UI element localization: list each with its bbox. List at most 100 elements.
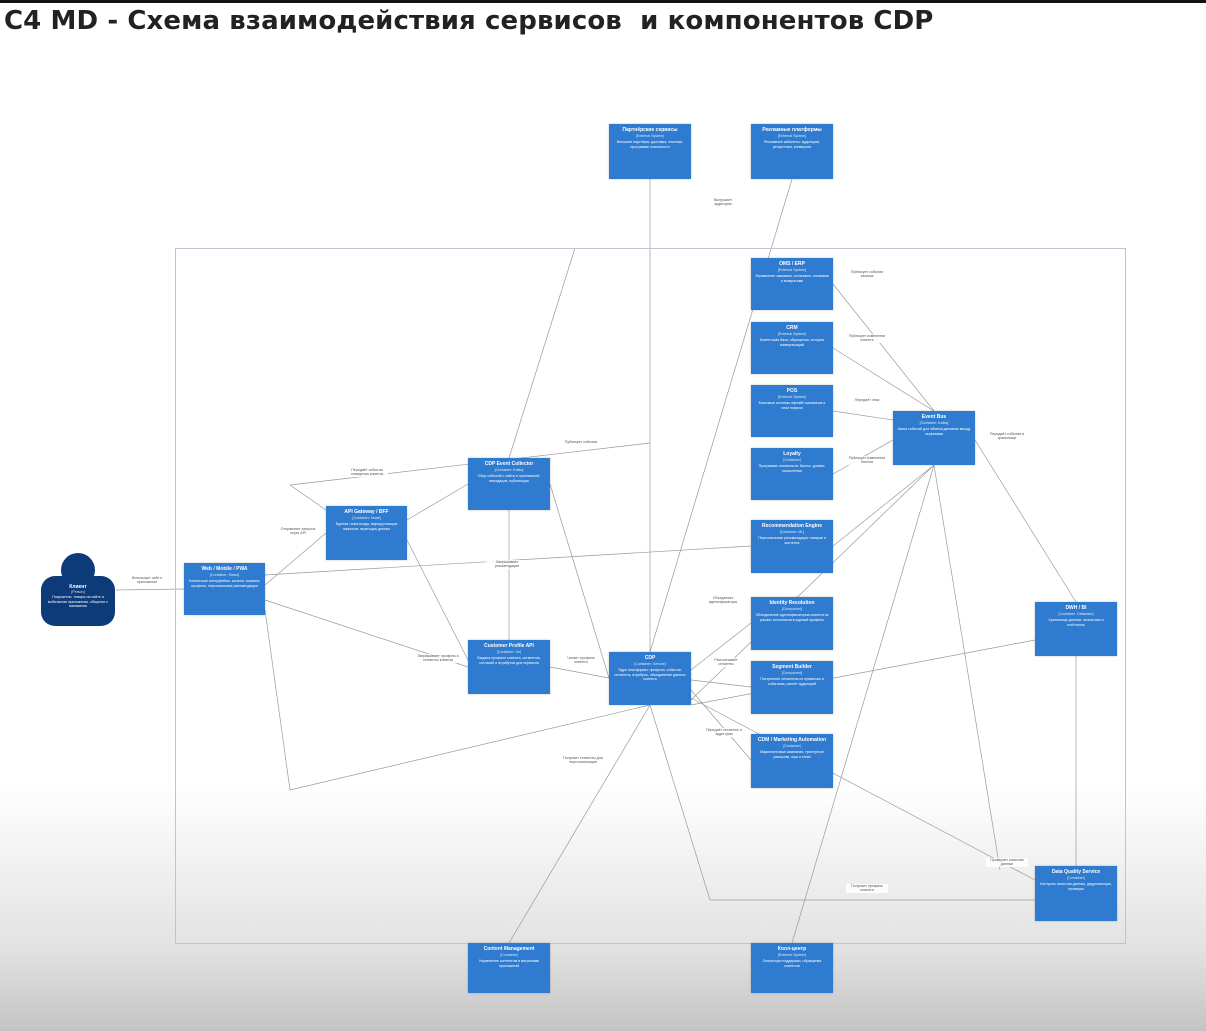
node-segment[interactable]: Segment Builder [Component] Построение с… bbox=[751, 661, 833, 714]
edge-label: Читает профиль клиента bbox=[562, 656, 600, 665]
edge-label: Отправляет запросы через API bbox=[278, 527, 318, 536]
node-desc: Выдача профиля клиента, сегментов, согла… bbox=[477, 656, 541, 665]
edge-line bbox=[406, 483, 469, 521]
edge-line bbox=[649, 704, 711, 901]
node-desc: Маркетинговые кампании, триггерные рассы… bbox=[760, 750, 824, 759]
node-pos[interactable]: POS [External System] Кассовые системы о… bbox=[751, 385, 833, 437]
node-callcenter[interactable]: Колл-центр [External System] Операторы п… bbox=[751, 943, 833, 993]
cdp-boundary bbox=[175, 248, 1126, 944]
edge-line bbox=[508, 704, 651, 944]
node-desc: Шина событий для обмена данными между се… bbox=[897, 427, 971, 436]
node-title: Data Quality Service bbox=[1051, 869, 1101, 875]
node-desc: Внешние партнёры: доставка, платежи, про… bbox=[616, 140, 684, 149]
node-title: OMS / ERP bbox=[779, 261, 805, 267]
edge-label: Выгружает аудитории bbox=[704, 198, 742, 207]
edge-label: Получает профиль клиента bbox=[846, 884, 888, 893]
edge-label: Публикует изменения баллов bbox=[846, 456, 888, 465]
node-oms[interactable]: OMS / ERP [External System] Управление з… bbox=[751, 258, 833, 310]
node-title: Segment Builder bbox=[772, 664, 812, 670]
node-title: Customer Profile API bbox=[484, 643, 534, 649]
node-collector[interactable]: CDP Event Collector [Container: Kafka] С… bbox=[468, 458, 550, 510]
node-title: API Gateway / BFF bbox=[344, 509, 389, 515]
edge-line bbox=[549, 483, 610, 679]
edge-label: Передаёт события в хранилище bbox=[986, 432, 1028, 441]
edge-label: Объединяет идентификаторы bbox=[702, 596, 744, 605]
edge-line bbox=[690, 697, 1036, 881]
edge-label: Получает сегменты для персонализации bbox=[562, 756, 604, 765]
node-api[interactable]: API Gateway / BFF [Container: Node] Един… bbox=[326, 506, 407, 560]
node-kind: [Container: Database] bbox=[1058, 612, 1094, 616]
node-partners[interactable]: Партнёрские сервисы [External System] Вн… bbox=[609, 124, 691, 179]
node-ads[interactable]: Рекламные платформы [External System] Ре… bbox=[751, 124, 833, 179]
edge-label: Использует сайт и приложение bbox=[124, 576, 170, 585]
node-bus[interactable]: Event Bus [Container: Kafka] Шина событи… bbox=[893, 411, 975, 465]
edge-line bbox=[549, 666, 610, 679]
node-title: Content Management bbox=[483, 946, 535, 952]
node-kind: [Component] bbox=[781, 607, 803, 611]
node-desc: Объединение идентификаторов клиента из р… bbox=[755, 613, 829, 622]
node-crm[interactable]: CRM [External System] Клиентская база, о… bbox=[751, 322, 833, 374]
node-kind: [Container: Service] bbox=[634, 662, 666, 666]
node-dq[interactable]: Data Quality Service [Container] Контрол… bbox=[1035, 866, 1117, 921]
edge-label: Публикует события заказов bbox=[846, 270, 888, 279]
edge-line bbox=[933, 464, 1001, 871]
node-desc: Кассовые системы офлайн магазинов и чеки… bbox=[758, 401, 826, 410]
node-desc: Управление заказами, остатками, оплатами… bbox=[755, 274, 829, 283]
edge-label: Проверяет качество данных bbox=[986, 858, 1028, 867]
node-title: CRM bbox=[786, 325, 798, 331]
node-desc: Клиентская база, обращения, история комм… bbox=[759, 338, 825, 347]
node-title: Клиент bbox=[69, 584, 87, 590]
node-kind: [External System] bbox=[777, 953, 807, 957]
node-title: CDP Event Collector bbox=[484, 461, 534, 467]
node-kind: [Container: ML] bbox=[779, 530, 805, 534]
node-desc: Хранилище данных, аналитика и отчётность bbox=[1048, 618, 1104, 627]
node-content[interactable]: Content Management [Container] Управлени… bbox=[468, 943, 550, 993]
node-cdp[interactable]: CDP [Container: Service] Ядро платформы:… bbox=[609, 652, 691, 705]
node-title: Loyalty bbox=[783, 451, 801, 457]
node-kind: [Container: React] bbox=[210, 573, 239, 577]
edge-line bbox=[974, 439, 1077, 603]
node-identity[interactable]: Identity Resolution [Component] Объедине… bbox=[751, 597, 833, 650]
node-dwh[interactable]: DWH / BI [Container: Database] Хранилище… bbox=[1035, 602, 1117, 656]
node-profile-api[interactable]: Customer Profile API [Container: Go] Выд… bbox=[468, 640, 550, 694]
node-desc: Программа лояльности: баллы, уровни, нач… bbox=[758, 464, 826, 473]
node-client[interactable]: Клиент [Person] Покупатель: товары на са… bbox=[41, 576, 115, 626]
node-title: DWH / BI bbox=[1065, 605, 1087, 611]
node-title: Партнёрские сервисы bbox=[622, 127, 678, 133]
edge-line bbox=[508, 247, 576, 459]
node-kind: [External System] bbox=[777, 268, 807, 272]
node-web[interactable]: Web / Mobile / PWA [Container: React] Кл… bbox=[184, 563, 265, 615]
node-title: Колл-центр bbox=[777, 946, 807, 952]
node-kind: [External System] bbox=[777, 395, 807, 399]
node-kind: [External System] bbox=[635, 134, 665, 138]
node-kind: [Component] bbox=[781, 671, 803, 675]
node-title: CDM / Marketing Automation bbox=[757, 737, 827, 743]
node-desc: Операторы поддержки, обращения клиентов bbox=[762, 959, 822, 968]
edge-line bbox=[832, 464, 935, 547]
edge-label: Запрашивает рекомендации bbox=[486, 560, 528, 569]
node-kind: [Container] bbox=[783, 744, 801, 748]
node-title: CDP bbox=[644, 655, 656, 661]
node-title: Web / Mobile / PWA bbox=[201, 566, 248, 572]
edge-line bbox=[832, 283, 935, 412]
node-cdm[interactable]: CDM / Marketing Automation [Container] М… bbox=[751, 734, 833, 788]
node-kind: [Container: Kafka] bbox=[494, 468, 524, 472]
node-title: Event Bus bbox=[921, 414, 947, 420]
edge-line bbox=[690, 679, 752, 688]
node-title: Рекламные платформы bbox=[762, 127, 822, 133]
edge-line bbox=[690, 622, 752, 671]
node-reco[interactable]: Recommendation Engine [Container: ML] Пе… bbox=[751, 520, 833, 573]
node-kind: [Container: Node] bbox=[352, 516, 381, 520]
edge-label: Публикует события bbox=[560, 440, 602, 445]
edge-label: Рассчитывает сегменты bbox=[706, 658, 746, 667]
node-kind: [External System] bbox=[777, 134, 807, 138]
edge-line bbox=[832, 410, 894, 421]
node-loyalty[interactable]: Loyalty [Container] Программа лояльности… bbox=[751, 448, 833, 500]
node-desc: Ядро платформы: профили, события, сегмен… bbox=[614, 668, 686, 682]
node-kind: [Container] bbox=[783, 458, 801, 462]
node-desc: Персональные рекомендации товаров и конт… bbox=[758, 536, 826, 545]
edge-line bbox=[406, 539, 469, 661]
edge-line bbox=[690, 689, 752, 761]
edge-line bbox=[115, 588, 185, 591]
node-kind: [Container: Go] bbox=[496, 650, 522, 654]
